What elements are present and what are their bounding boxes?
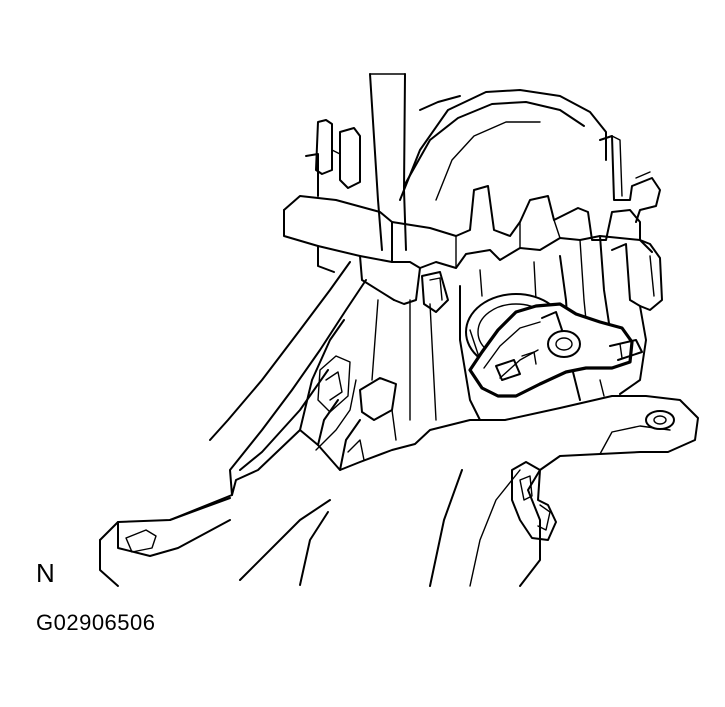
shifter-base-housing bbox=[99, 395, 699, 587]
figure-code: G02906506 bbox=[36, 610, 156, 635]
left-side-frame bbox=[209, 261, 397, 496]
selector-cover bbox=[399, 89, 607, 201]
view-label: N bbox=[36, 558, 55, 588]
interior-details bbox=[371, 269, 605, 441]
upper-left-post bbox=[305, 119, 361, 197]
gate-plate-frame bbox=[283, 135, 661, 313]
neutral-start-switch bbox=[468, 302, 643, 398]
harness-clip bbox=[511, 461, 557, 541]
